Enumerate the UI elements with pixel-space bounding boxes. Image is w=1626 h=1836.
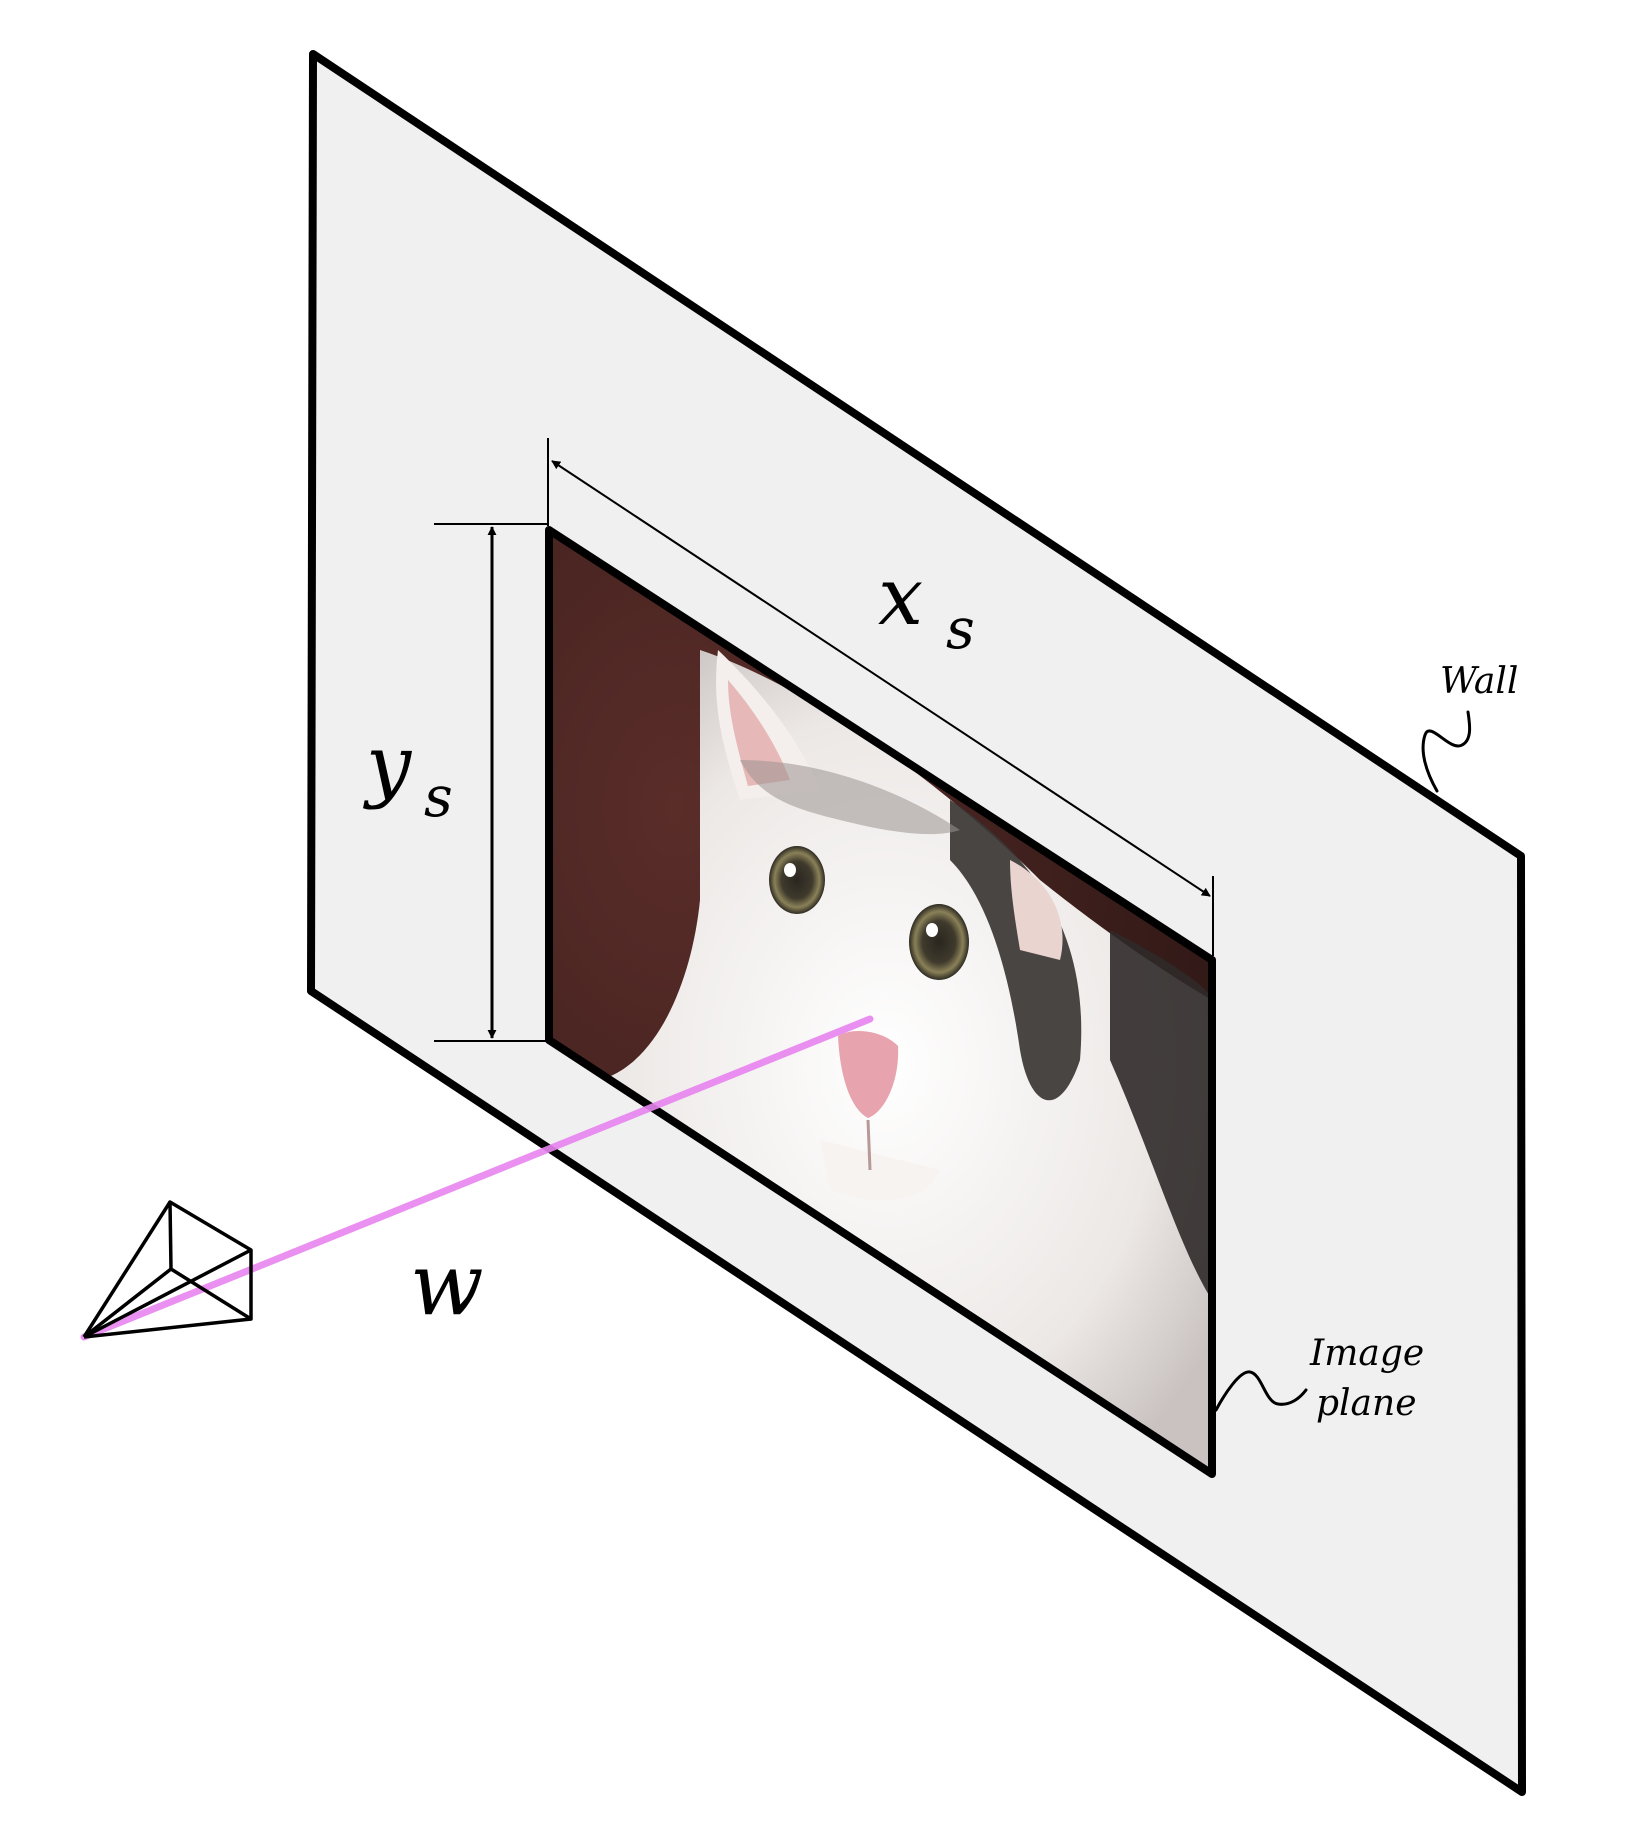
projection-ray	[80, 1015, 874, 1341]
camera-frustum-icon	[82, 1200, 253, 1339]
distance-label: w	[410, 1235, 484, 1335]
y-dimension-line	[434, 523, 549, 1042]
x-dimension-line	[547, 438, 1214, 956]
image-plane-label: Image plane	[1309, 1333, 1436, 1424]
wall-label: Wall	[1440, 661, 1518, 702]
image-plane-callout-squiggle	[1214, 1370, 1308, 1412]
wall-callout-squiggle	[1421, 710, 1472, 793]
